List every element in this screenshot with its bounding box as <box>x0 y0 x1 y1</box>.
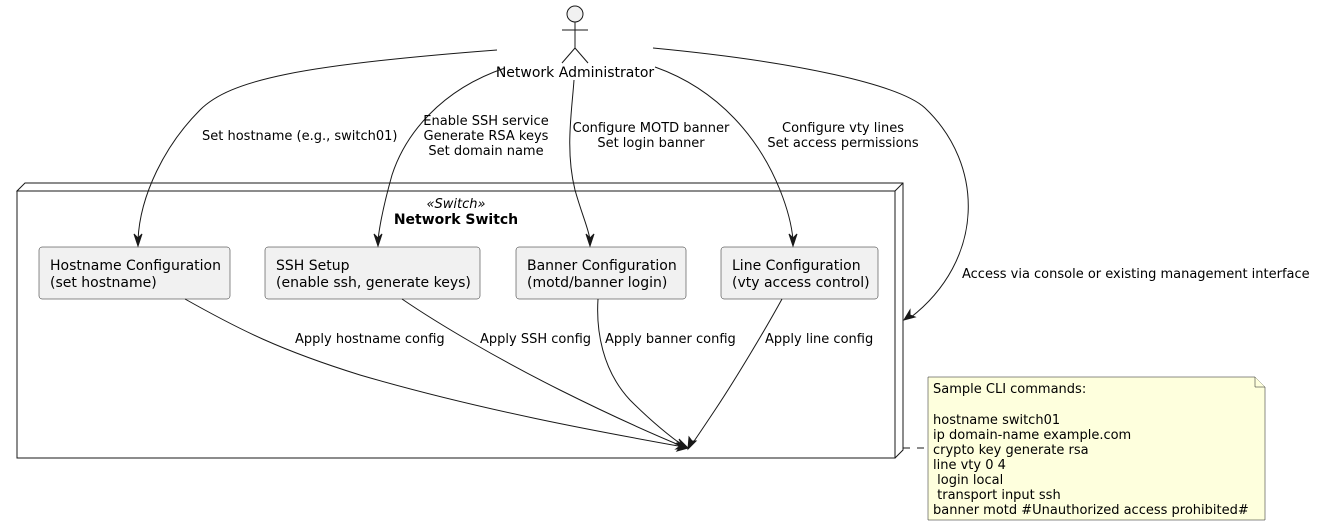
component-hostname-configuration[interactable]: Hostname Configuration (set hostname) <box>38 246 231 300</box>
component-line-configuration[interactable]: Line Configuration (vty access control) <box>720 246 879 300</box>
note-line: Sample CLI commands: <box>933 382 1086 397</box>
actor-network-administrator[interactable]: Network Administrator <box>496 5 655 81</box>
edge-label: Access via console or existing managemen… <box>962 267 1310 282</box>
component-title: Line Configuration <box>732 258 861 274</box>
component-subtitle: (vty access control) <box>732 275 870 291</box>
edge-admin-to-line[interactable]: Configure vty lines Set access permissio… <box>654 66 919 248</box>
edge-admin-to-hostname[interactable]: Set hostname (e.g., switch01) <box>133 49 498 248</box>
edge-label: Apply line config <box>765 332 873 347</box>
note-line: crypto key generate rsa <box>933 443 1089 458</box>
edge-label: Set hostname (e.g., switch01) <box>202 129 398 144</box>
node-title: Network Switch <box>394 212 518 228</box>
note-line: login local <box>933 473 1003 488</box>
component-title: SSH Setup <box>276 258 350 274</box>
sample-cli-note: Sample CLI commands: hostname switch01 i… <box>927 376 1266 521</box>
actor-label: Network Administrator <box>496 65 655 81</box>
edge-admin-to-banner[interactable]: Configure MOTD banner Set login banner <box>569 79 730 248</box>
edge-label: Set domain name <box>428 144 543 159</box>
component-subtitle: (enable ssh, generate keys) <box>276 275 471 291</box>
edge-label: Apply banner config <box>605 332 736 347</box>
component-subtitle: (motd/banner login) <box>527 275 667 291</box>
edge-label: Configure vty lines <box>782 121 904 136</box>
note-line: ip domain-name example.com <box>933 428 1131 443</box>
actor-head-icon <box>566 5 584 23</box>
note-line: hostname switch01 <box>933 413 1060 428</box>
component-banner-configuration[interactable]: Banner Configuration (motd/banner login) <box>515 246 687 300</box>
component-title: Hostname Configuration <box>50 258 221 274</box>
component-title: Banner Configuration <box>527 258 677 274</box>
edge-label: Apply hostname config <box>295 332 445 347</box>
note-line: banner motd #Unauthorized access prohibi… <box>933 503 1249 518</box>
component-ssh-setup[interactable]: SSH Setup (enable ssh, generate keys) <box>264 246 481 300</box>
edge-label: Generate RSA keys <box>424 129 549 144</box>
edge-label: Enable SSH service <box>423 114 548 129</box>
note-line: line vty 0 4 <box>933 458 1006 473</box>
node-stereotype: «Switch» <box>426 197 485 212</box>
note-line: transport input ssh <box>933 488 1061 503</box>
edge-admin-to-switch[interactable]: Access via console or existing managemen… <box>652 47 1310 321</box>
component-subtitle: (set hostname) <box>50 275 157 291</box>
edge-admin-to-ssh[interactable]: Enable SSH service Generate RSA keys Set… <box>373 67 549 248</box>
edge-label: Set login banner <box>597 136 705 151</box>
edge-line-apply[interactable]: Apply line config <box>687 298 873 451</box>
edge-label: Configure MOTD banner <box>573 121 730 136</box>
edge-banner-apply[interactable]: Apply banner config <box>597 298 736 449</box>
edge-label: Set access permissions <box>767 136 918 151</box>
edge-label: Apply SSH config <box>480 332 591 347</box>
